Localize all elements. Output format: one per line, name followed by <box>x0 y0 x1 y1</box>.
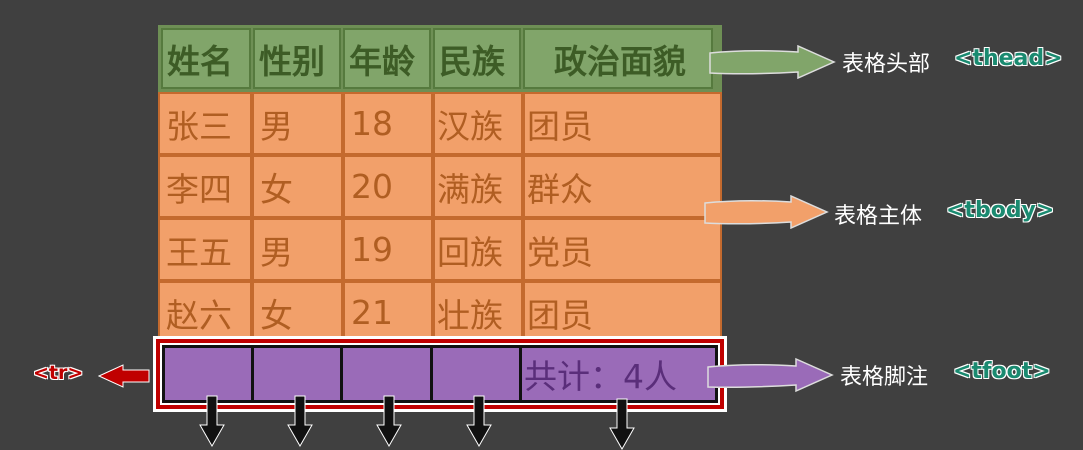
tbody-tag: <tbody> <box>946 198 1055 223</box>
tbody-label: 表格主体 <box>834 204 923 229</box>
tbody-row: 张三 男 18 汉族 团员 <box>158 92 722 155</box>
body-cell: 回族 <box>433 218 523 281</box>
tbody-row: 李四 女 20 满族 群众 <box>158 155 722 218</box>
tbody-row: 赵六 女 21 壮族 团员 <box>158 281 722 344</box>
body-cell: 18 <box>343 92 433 155</box>
down-arrow-icon <box>287 395 313 447</box>
tfoot-tag: <tfoot> <box>953 359 1051 384</box>
footer-cell <box>433 348 519 400</box>
body-cell: 21 <box>343 281 433 344</box>
body-cell: 男 <box>252 92 343 155</box>
header-cell-name: 姓名 <box>161 28 251 89</box>
right-arrow-icon <box>703 195 831 229</box>
down-arrow-icon <box>466 395 492 447</box>
footer-cell-total: 共计：4人 <box>522 348 715 400</box>
body-cell: 党员 <box>523 218 722 281</box>
header-cell-political-status: 政治面貌 <box>523 28 713 89</box>
tfoot-row-highlight: 共计：4人 <box>153 336 727 412</box>
left-arrow-icon <box>98 364 150 388</box>
body-cell: 汉族 <box>433 92 523 155</box>
body-cell: 团员 <box>523 92 722 155</box>
body-cell: 女 <box>252 281 343 344</box>
body-cell: 王五 <box>158 218 252 281</box>
thead-label: 表格头部 <box>842 52 931 77</box>
footer-cell <box>165 348 251 400</box>
body-cell: 满族 <box>433 155 523 218</box>
header-cell-ethnicity: 民族 <box>433 28 521 89</box>
down-arrow-icon <box>199 395 225 447</box>
footer-cell <box>343 348 430 400</box>
thead-row: 姓名 性别 年龄 民族 政治面貌 <box>158 25 722 92</box>
body-cell: 男 <box>252 218 343 281</box>
tbody-row: 王五 男 19 回族 党员 <box>158 218 722 281</box>
body-cell: 壮族 <box>433 281 523 344</box>
body-cell: 团员 <box>523 281 722 344</box>
right-arrow-icon <box>706 357 834 393</box>
down-arrow-icon <box>376 395 402 447</box>
body-cell: 张三 <box>158 92 252 155</box>
tfoot-row: 共计：4人 <box>162 345 718 403</box>
body-cell: 19 <box>343 218 433 281</box>
body-cell: 女 <box>252 155 343 218</box>
header-cell-gender: 性别 <box>253 28 341 89</box>
right-arrow-icon <box>708 45 836 79</box>
thead-tag: <thead> <box>954 46 1063 71</box>
body-cell: 李四 <box>158 155 252 218</box>
tfoot-label: 表格脚注 <box>840 365 929 390</box>
body-cell: 群众 <box>523 155 722 218</box>
down-arrow-icon <box>609 398 635 450</box>
body-cell: 20 <box>343 155 433 218</box>
footer-cell <box>254 348 340 400</box>
body-cell: 赵六 <box>158 281 252 344</box>
header-cell-age: 年龄 <box>343 28 431 89</box>
tr-tag: <tr> <box>33 362 84 384</box>
